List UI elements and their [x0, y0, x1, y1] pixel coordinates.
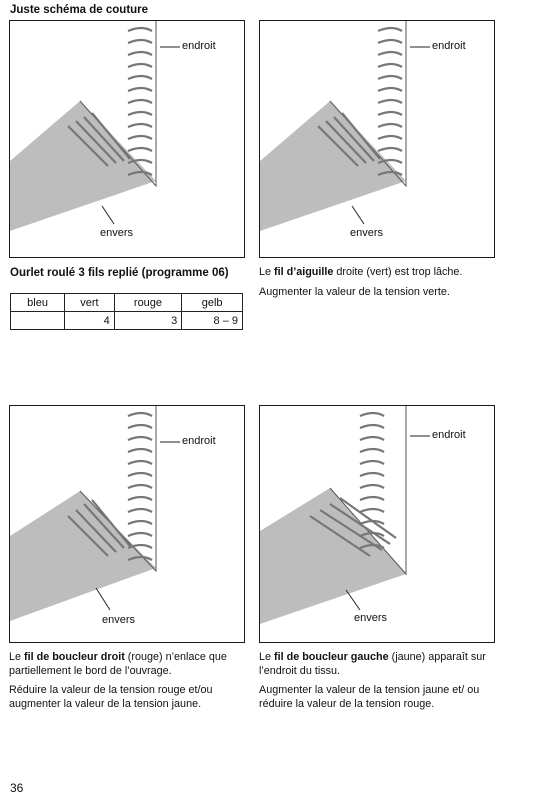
- diagram-right-looper: endroit envers: [9, 405, 245, 643]
- caption-line2: Réduire la valeur de la tension rouge et…: [9, 684, 213, 710]
- caption-bold: fil d’aiguille: [274, 266, 334, 278]
- caption-bold: fil de boucleur droit: [24, 651, 125, 663]
- caption-post: droite (vert) est trop lâche.: [333, 266, 463, 278]
- label-envers: envers: [102, 614, 136, 626]
- tension-header-row: bleu vert rouge gelb: [9, 293, 243, 312]
- caption-left-looper: Le fil de boucleur gauche (jaune) appara…: [259, 651, 504, 717]
- seam-illustration: [10, 406, 180, 621]
- seam-illustration: [260, 406, 430, 624]
- caption-post: (jaune) apparaît sur l’endroit du tissu.: [259, 651, 486, 677]
- label-endroit: endroit: [182, 40, 216, 52]
- tension-header-cell: rouge: [113, 293, 183, 312]
- program-title: Ourlet roulé 3 fils replié (programme 06…: [10, 267, 229, 279]
- caption-post: (rouge) n’enlace que partiellement le bo…: [9, 651, 227, 677]
- caption-needle: Le fil d’aiguille droite (vert) est trop…: [259, 266, 509, 305]
- tension-value-cell: 4: [64, 311, 115, 330]
- diagram-correct-seam: endroit envers: [9, 20, 245, 258]
- label-endroit: endroit: [432, 429, 466, 441]
- label-envers: envers: [354, 612, 388, 624]
- page-title: Juste schéma de couture: [10, 4, 149, 16]
- tension-value-cell: 3: [113, 311, 183, 330]
- caption-pre: Le: [259, 266, 275, 278]
- tension-value-cell: [9, 311, 66, 330]
- label-endroit: endroit: [432, 40, 466, 52]
- page-number: 36: [10, 781, 24, 795]
- caption-line2: Augmenter la valeur de la tension jaune …: [259, 684, 480, 710]
- caption-pre: Le: [9, 651, 25, 663]
- caption-right-looper: Le fil de boucleur droit (rouge) n’enlac…: [9, 651, 247, 717]
- seam-illustration: [10, 21, 180, 257]
- tension-table: bleu vert rouge gelb 4 3 8 – 9: [9, 293, 243, 330]
- label-endroit: endroit: [182, 435, 216, 447]
- label-envers: envers: [100, 227, 134, 239]
- tension-value-cell: 8 – 9: [181, 311, 243, 330]
- label-envers: envers: [350, 227, 384, 239]
- caption-bold: fil de boucleur gauche: [274, 651, 389, 663]
- tension-header-cell: gelb: [181, 293, 243, 312]
- tension-header-cell: bleu: [9, 293, 66, 312]
- caption-line2: Augmenter la valeur de la tension verte.: [259, 285, 450, 298]
- tension-header-cell: vert: [64, 293, 115, 312]
- caption-pre: Le: [259, 651, 275, 663]
- seam-illustration: [260, 21, 430, 231]
- tension-value-row: 4 3 8 – 9: [9, 311, 243, 330]
- diagram-left-looper: endroit envers: [259, 405, 495, 643]
- diagram-needle-thread-loose: endroit envers: [259, 20, 495, 258]
